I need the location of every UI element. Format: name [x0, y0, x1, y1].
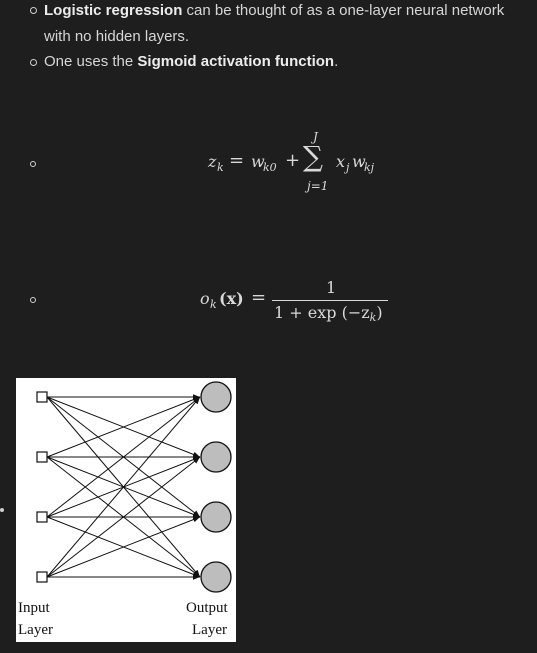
output-layer-label-1: Output	[186, 600, 228, 616]
eq2-lhs-sub: k	[210, 298, 217, 311]
neural-network-diagram: Input Layer Output Layer	[16, 378, 236, 642]
bullet-text-rest: can be thought of as a one-layer neural …	[182, 2, 505, 19]
bullet-dot	[0, 508, 4, 512]
eq1-w: w	[352, 152, 366, 171]
eq1-lhs: z	[208, 152, 217, 171]
connection-arrow	[46, 516, 201, 578]
bullet-text-logistic: Logistic regression can be thought of as…	[44, 1, 504, 21]
eq2-denominator-sub: k	[369, 311, 377, 324]
output-node	[200, 441, 232, 473]
eq2-denominator: 1 + exp (−zk)	[274, 303, 383, 324]
bullet-suffix: .	[334, 53, 339, 70]
input-node	[36, 451, 48, 463]
output-nodes	[200, 381, 232, 593]
eq1-w0-sub: k0	[263, 161, 277, 174]
eq2-arg: (x)	[219, 289, 244, 308]
eq2-lhs: o	[200, 289, 210, 308]
bold-sigmoid: Sigmoid activation function	[137, 53, 335, 70]
eq2-equals: =	[251, 287, 267, 308]
bullet-marker	[30, 161, 36, 167]
eq1-sum-symbol: ∑	[303, 140, 323, 173]
input-nodes	[36, 391, 48, 583]
eq1-sum-upper: J	[313, 130, 318, 144]
eq1-x: x	[336, 152, 346, 171]
connection-arrow	[46, 396, 201, 518]
network-edges	[46, 394, 201, 580]
output-layer-label-2: Layer	[192, 622, 227, 638]
eq1-w0: w	[251, 152, 265, 171]
eq2-numerator: 1	[326, 278, 337, 297]
eq1-sum-lower: j=1	[307, 179, 329, 193]
bullet-text-continuation: with no hidden layers.	[44, 28, 190, 45]
bullet-marker	[30, 59, 37, 66]
eq2-denominator-end: )	[376, 303, 383, 322]
bold-logistic-regression: Logistic regression	[44, 2, 183, 19]
bullet-text-sigmoid: One uses the Sigmoid activation function…	[44, 52, 338, 72]
eq1-equals: =	[229, 150, 245, 171]
input-layer-label-2: Layer	[18, 622, 53, 638]
connection-arrow	[46, 396, 201, 458]
eq1-x-sub: j	[346, 161, 350, 174]
bullet-prefix: One uses the	[44, 53, 138, 70]
output-node	[200, 561, 232, 593]
connection-arrow	[46, 396, 201, 578]
output-node	[200, 381, 232, 413]
network-graph	[36, 381, 232, 593]
eq1-plus: +	[285, 150, 301, 171]
input-layer-label-1: Input	[18, 600, 50, 616]
input-node	[36, 571, 48, 583]
eq2-denominator-text: 1 + exp (−z	[274, 303, 370, 322]
output-node	[200, 501, 232, 533]
input-node	[36, 511, 48, 523]
eq1-lhs-sub: k	[217, 161, 224, 174]
bullet-marker	[30, 7, 37, 14]
eq2-fraction-bar	[272, 300, 388, 301]
input-node	[36, 391, 48, 403]
eq1-w-sub: kj	[364, 161, 375, 174]
bullet-marker	[30, 297, 36, 303]
connection-arrow	[46, 456, 201, 578]
